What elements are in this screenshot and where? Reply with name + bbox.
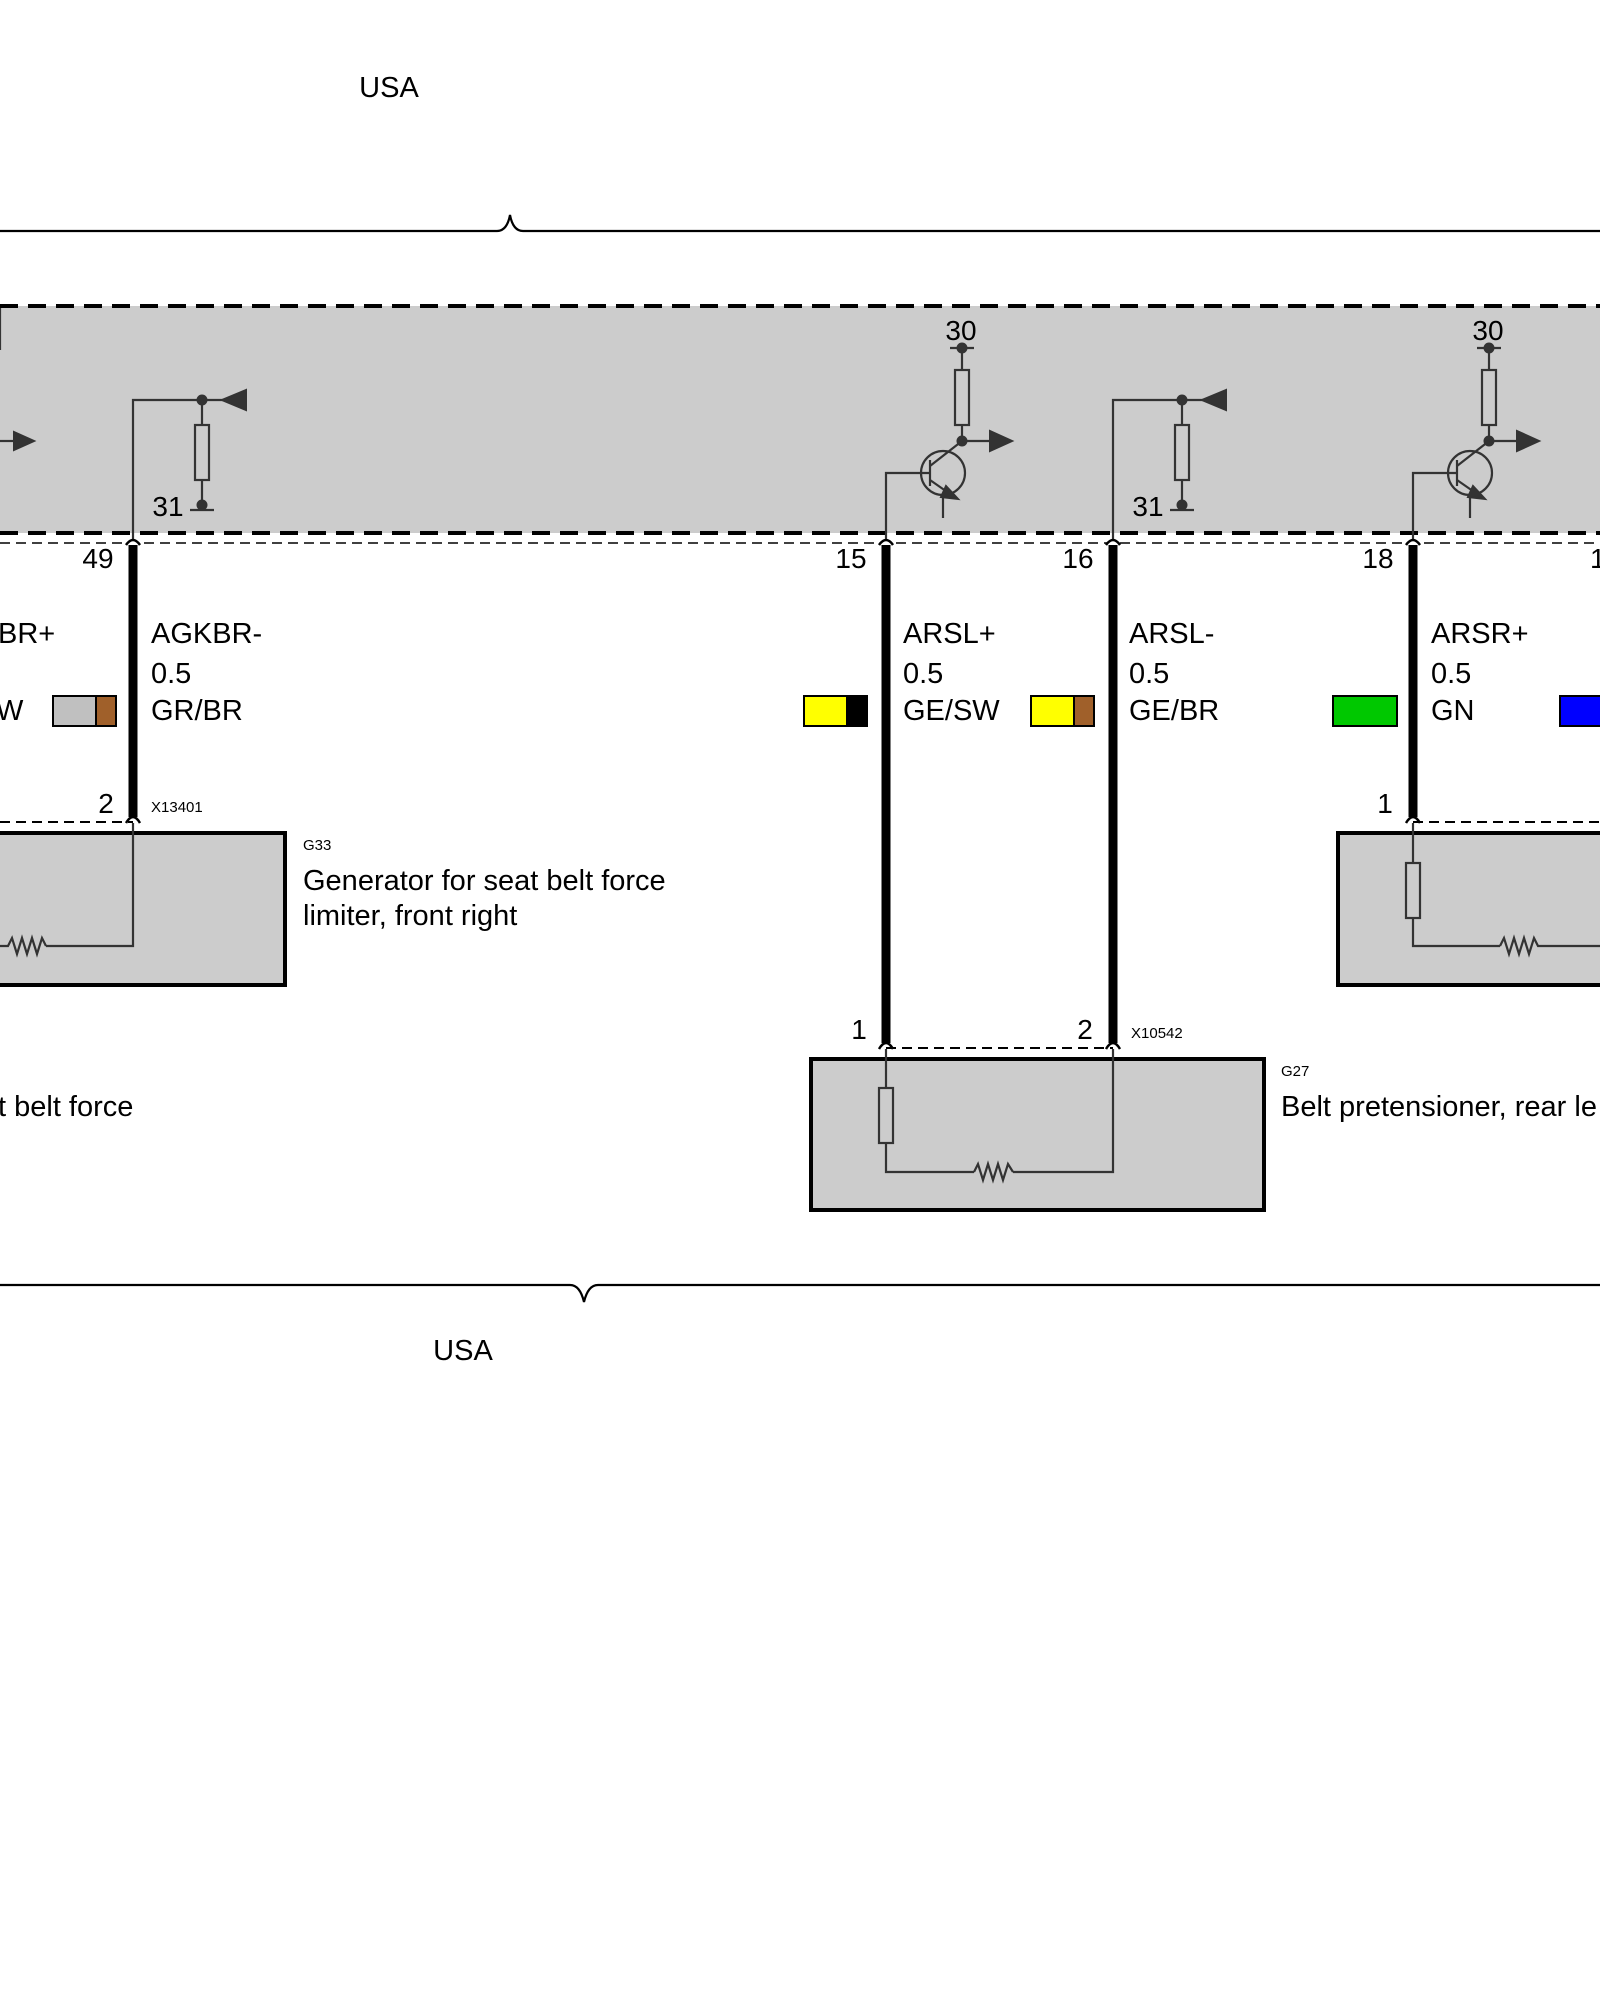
bottom-region-brace: USA xyxy=(0,1283,1600,1367)
ground-label-1: 31 xyxy=(152,491,183,522)
swatch-ge-br-main xyxy=(1030,695,1075,727)
wires xyxy=(124,538,1422,1050)
swatch-gr-br-stripe xyxy=(95,695,117,727)
control-unit xyxy=(0,304,1600,544)
g27-connector: X10542 xyxy=(1131,1025,1183,1042)
partial-right-pin: 1 xyxy=(1377,788,1393,819)
swatch-gr-br-main xyxy=(52,695,97,727)
wire-15-signal: ARSL+ xyxy=(903,618,996,650)
wire-49-cross-section: 0.5 xyxy=(151,658,191,690)
g27-id: G27 xyxy=(1281,1063,1309,1080)
swatch-partial-right xyxy=(1559,695,1600,727)
control-unit-circuitry: 31 30 31 xyxy=(0,308,1542,540)
wire-15-color-code: GE/SW xyxy=(903,695,1000,727)
g27-pin-b: 2 xyxy=(1077,1014,1093,1045)
swatch-gn xyxy=(1332,695,1398,727)
g27-name-line1: Belt pretensioner, rear le xyxy=(1281,1091,1597,1123)
supply-label-1: 30 xyxy=(945,315,976,346)
swatch-ge-br-stripe xyxy=(1073,695,1095,727)
g33-pin: 2 xyxy=(98,788,114,819)
partial-left-description: t belt force xyxy=(0,1091,133,1123)
wire-18-cross-section: 0.5 xyxy=(1431,658,1471,690)
g33-connector: X13401 xyxy=(151,799,203,816)
wire-color-swatches xyxy=(52,695,1600,727)
pin-16: 16 xyxy=(1062,543,1093,574)
pin-partial-right: 1 xyxy=(1590,543,1600,574)
partial-left-signal: BR+ xyxy=(0,618,55,650)
ground-label-2: 31 xyxy=(1132,491,1163,522)
wire-18-color-code: GN xyxy=(1431,695,1475,727)
wire-16-color-code: GE/BR xyxy=(1129,695,1219,727)
bottom-region-label: USA xyxy=(433,1335,493,1367)
wire-16-cross-section: 0.5 xyxy=(1129,658,1169,690)
g27-pin-a: 1 xyxy=(851,1014,867,1045)
swatch-ge-sw-main xyxy=(803,695,848,727)
wire-49-color-code: GR/BR xyxy=(151,695,243,727)
pin-49: 49 xyxy=(82,543,113,574)
wire-49-signal: AGKBR- xyxy=(151,618,262,650)
swatch-ge-sw-stripe xyxy=(846,695,868,727)
top-region-label: USA xyxy=(359,72,419,104)
g33-name-line2: limiter, front right xyxy=(303,900,517,932)
top-region-brace: USA xyxy=(0,72,1600,233)
control-unit-pins: 49 15 16 18 1 xyxy=(82,543,1600,574)
wire-16-signal: ARSL- xyxy=(1129,618,1214,650)
component-partial-right: 1 xyxy=(1336,788,1600,987)
g33-name-line1: Generator for seat belt force xyxy=(303,865,666,897)
component-g33: 2 X13401 G33 Generator for seat belt for… xyxy=(0,788,666,987)
pin-18: 18 xyxy=(1362,543,1393,574)
g33-id: G33 xyxy=(303,837,331,854)
wire-15-cross-section: 0.5 xyxy=(903,658,943,690)
wire-18-signal: ARSR+ xyxy=(1431,618,1529,650)
pin-15: 15 xyxy=(835,543,866,574)
partial-left-color-code: W xyxy=(0,695,24,727)
component-g27: 1 2 X10542 G27 Belt pretensioner, rear l… xyxy=(809,1014,1597,1212)
supply-label-2: 30 xyxy=(1472,315,1503,346)
wire-labels: BR+ W AGKBR- 0.5 GR/BR ARSL+ 0.5 GE/SW A… xyxy=(0,618,1529,727)
